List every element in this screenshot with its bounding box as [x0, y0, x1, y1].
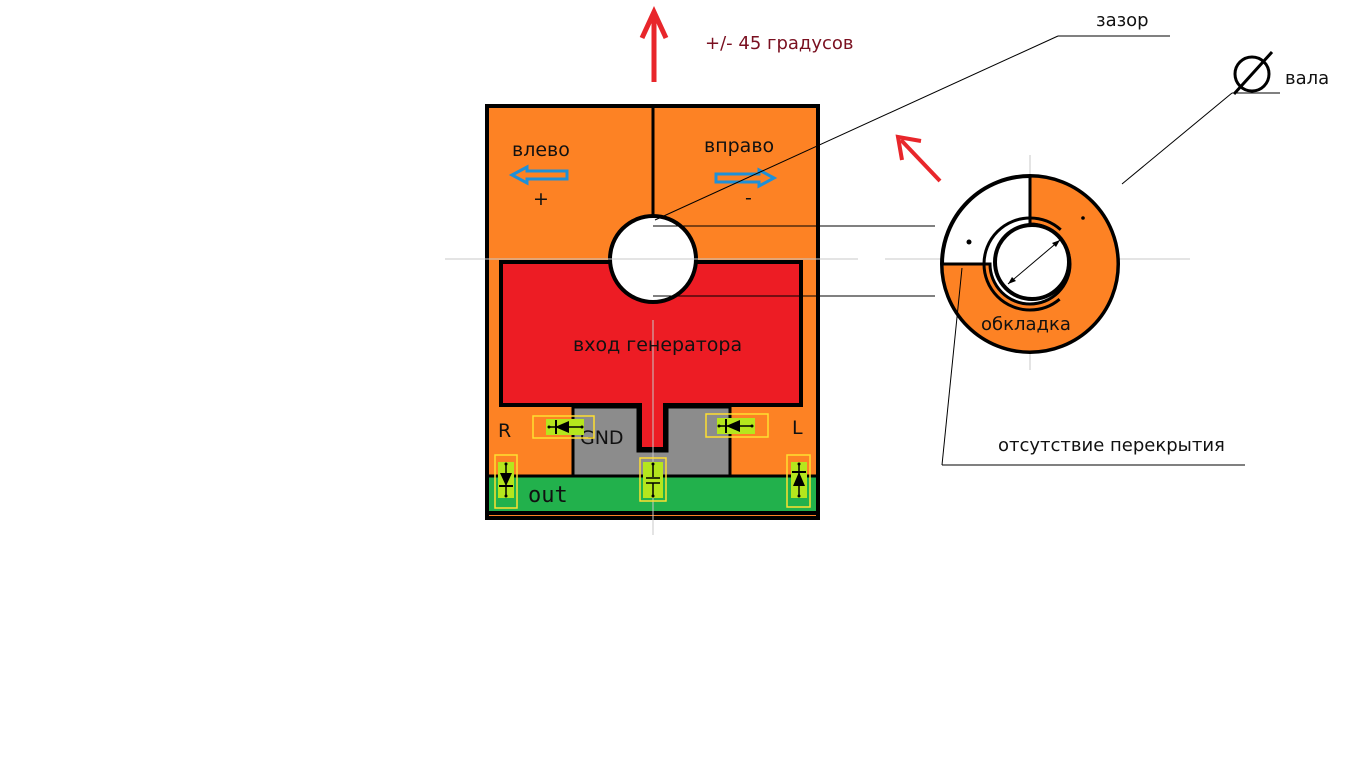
- diode-l-horizontal-icon: [705, 413, 769, 438]
- plus-label: +: [533, 188, 549, 210]
- rotation-arrow-icon: [639, 6, 669, 82]
- shaft-leader: [1121, 92, 1233, 185]
- gap-label: зазор: [1096, 10, 1149, 31]
- right-arrow-icon: [714, 167, 778, 189]
- no-overlap-label: отсутствие перекрытия: [998, 435, 1225, 456]
- r-label: R: [498, 420, 511, 442]
- diode-l-vertical-icon: [786, 454, 811, 508]
- minus-label: -: [745, 187, 752, 209]
- diode-r-vertical-icon: [494, 454, 518, 509]
- capacitor-icon: [639, 457, 667, 502]
- gnd-label: GND: [580, 427, 624, 449]
- diode-r-horizontal-icon: [532, 415, 595, 439]
- diameter-line: [1007, 239, 1061, 285]
- generator-label: вход генератора: [573, 334, 742, 356]
- rotation-label: +/- 45 градусов: [705, 33, 854, 54]
- overlap-leader: [941, 267, 963, 466]
- out-label: out: [528, 483, 568, 508]
- right-label: вправо: [704, 135, 774, 157]
- leader-lines: [654, 35, 1280, 466]
- generator-region: [499, 260, 803, 451]
- shaft-label: вала: [1285, 68, 1329, 89]
- l-label: L: [792, 417, 803, 439]
- diagonal-arrow-icon: [895, 134, 942, 183]
- plate-label: обкладка: [981, 314, 1071, 335]
- shaft-circle: [993, 223, 1071, 301]
- inner-groove: [982, 216, 1078, 312]
- gap-leader: [654, 35, 1059, 221]
- left-arrow-icon: [508, 164, 569, 186]
- left-label: влево: [512, 139, 570, 161]
- diameter-icon: [1232, 50, 1274, 96]
- rotor-plate-detail: [940, 174, 1120, 354]
